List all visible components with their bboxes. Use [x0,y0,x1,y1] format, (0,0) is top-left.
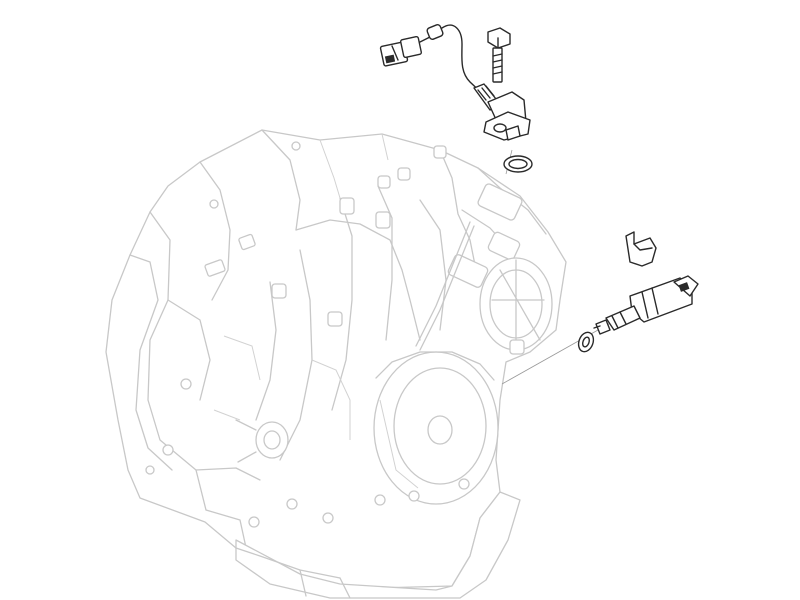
sensor-connector-icon [379,24,444,67]
speed-sensor-assembly [379,24,531,141]
leader-line-pressure-switch [501,311,631,385]
speed-sensor-icon [473,83,531,141]
pressure-switch-icon [593,275,699,335]
oil-pan [235,491,521,599]
mounting-bolt-icon [487,27,511,83]
o-ring-icon [503,155,533,173]
switch-bracket-icon [625,231,657,267]
sealing-washer-icon [577,331,595,353]
transmission-housing [105,129,567,599]
